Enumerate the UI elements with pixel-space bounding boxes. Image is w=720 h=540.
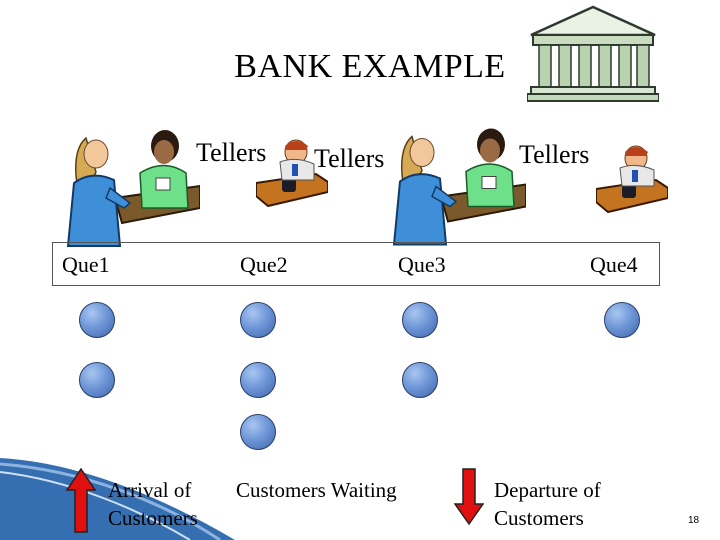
customer-icon [240,302,276,338]
customer-icon [604,302,640,338]
queue-label-3: Que3 [398,252,446,277]
teller-man-phone-icon [596,145,668,214]
arrival-label: Arrival of Customers [108,478,198,530]
waiting-label: Customers Waiting [236,478,397,502]
corner-swoosh-decoration [0,458,235,540]
teller-man-phone-icon [256,139,328,208]
customer-icon [240,414,276,450]
departure-label: Departure of Customers [494,478,601,530]
customer-icon [240,362,276,398]
customer-icon [402,302,438,338]
arrival-arrow-icon [66,468,96,533]
queue-label-4: Que4 [590,252,638,277]
teller-woman-icon [66,130,200,247]
page-number: 18 [688,515,700,526]
teller-woman-icon [392,128,526,246]
queue-bar [52,242,660,286]
page-title: BANK EXAMPLE [234,48,506,85]
tellers-label: Tellers [519,140,590,169]
customer-icon [79,302,115,338]
departure-arrow-icon [454,468,484,526]
bank-building-icon [527,5,659,102]
customer-icon [79,362,115,398]
customer-icon [402,362,438,398]
tellers-label: Tellers [314,144,385,173]
tellers-label: Tellers [196,138,267,167]
queue-label-2: Que2 [240,252,288,277]
queue-label-1: Que1 [62,252,110,277]
